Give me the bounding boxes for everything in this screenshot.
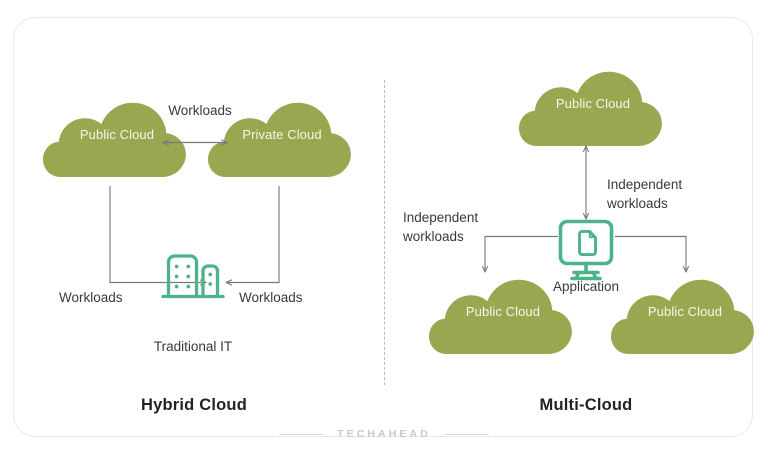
- hybrid-workloads-right-label: Workloads: [239, 290, 303, 305]
- watermark-text: TECHAHEAD: [337, 428, 431, 440]
- hybrid-workloads-top-label: Workloads: [168, 103, 232, 118]
- traditional-it-label: Traditional IT: [153, 339, 233, 354]
- multicloud-independent-right-label: Independent workloads: [607, 177, 683, 211]
- watermark-rule-left: [279, 433, 324, 435]
- multicloud-right-branch-arrow: [615, 235, 686, 273]
- traditional-it-building-icon: [161, 254, 225, 299]
- multi-cloud-title: Multi-Cloud: [539, 396, 633, 414]
- multicloud-independent-left-label: Independent workloads: [403, 210, 479, 244]
- hybrid-cloud-title: Hybrid Cloud: [141, 396, 247, 414]
- multicloud-left-branch-arrow: [485, 235, 558, 273]
- multicloud-top-cloud-shape: [519, 71, 662, 146]
- panel-divider: [384, 80, 385, 385]
- application-label: Application: [552, 279, 620, 294]
- watermark-rule-right: [444, 433, 489, 435]
- hybrid-workloads-left-label: Workloads: [59, 290, 123, 305]
- hybrid-right-workload-arrow: [226, 186, 280, 283]
- application-monitor-icon: [558, 219, 614, 281]
- watermark: TECHAHEAD: [0, 428, 768, 440]
- hybrid-left-workload-arrow: [109, 186, 206, 283]
